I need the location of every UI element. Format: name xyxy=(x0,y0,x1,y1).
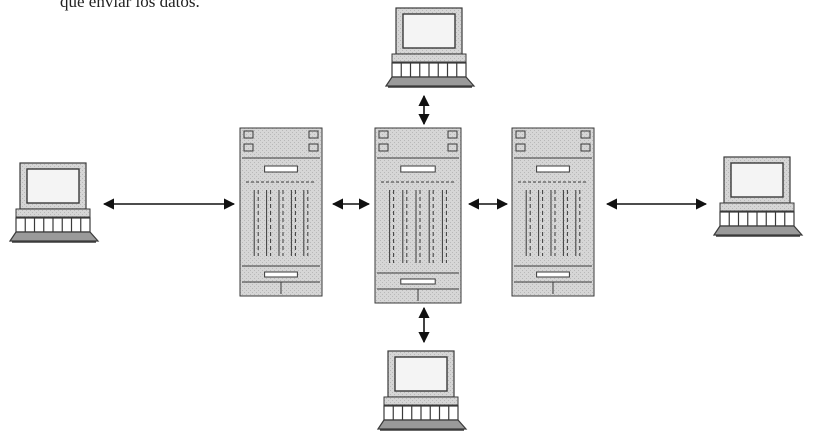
terminal-left xyxy=(8,162,100,243)
server-left xyxy=(239,127,323,297)
terminal-top xyxy=(384,7,476,88)
terminal-right xyxy=(712,156,804,237)
caption-text: que enviar los datos. xyxy=(60,0,200,11)
server-right xyxy=(511,127,595,297)
server-center xyxy=(374,127,462,304)
terminal-bottom xyxy=(376,350,468,431)
